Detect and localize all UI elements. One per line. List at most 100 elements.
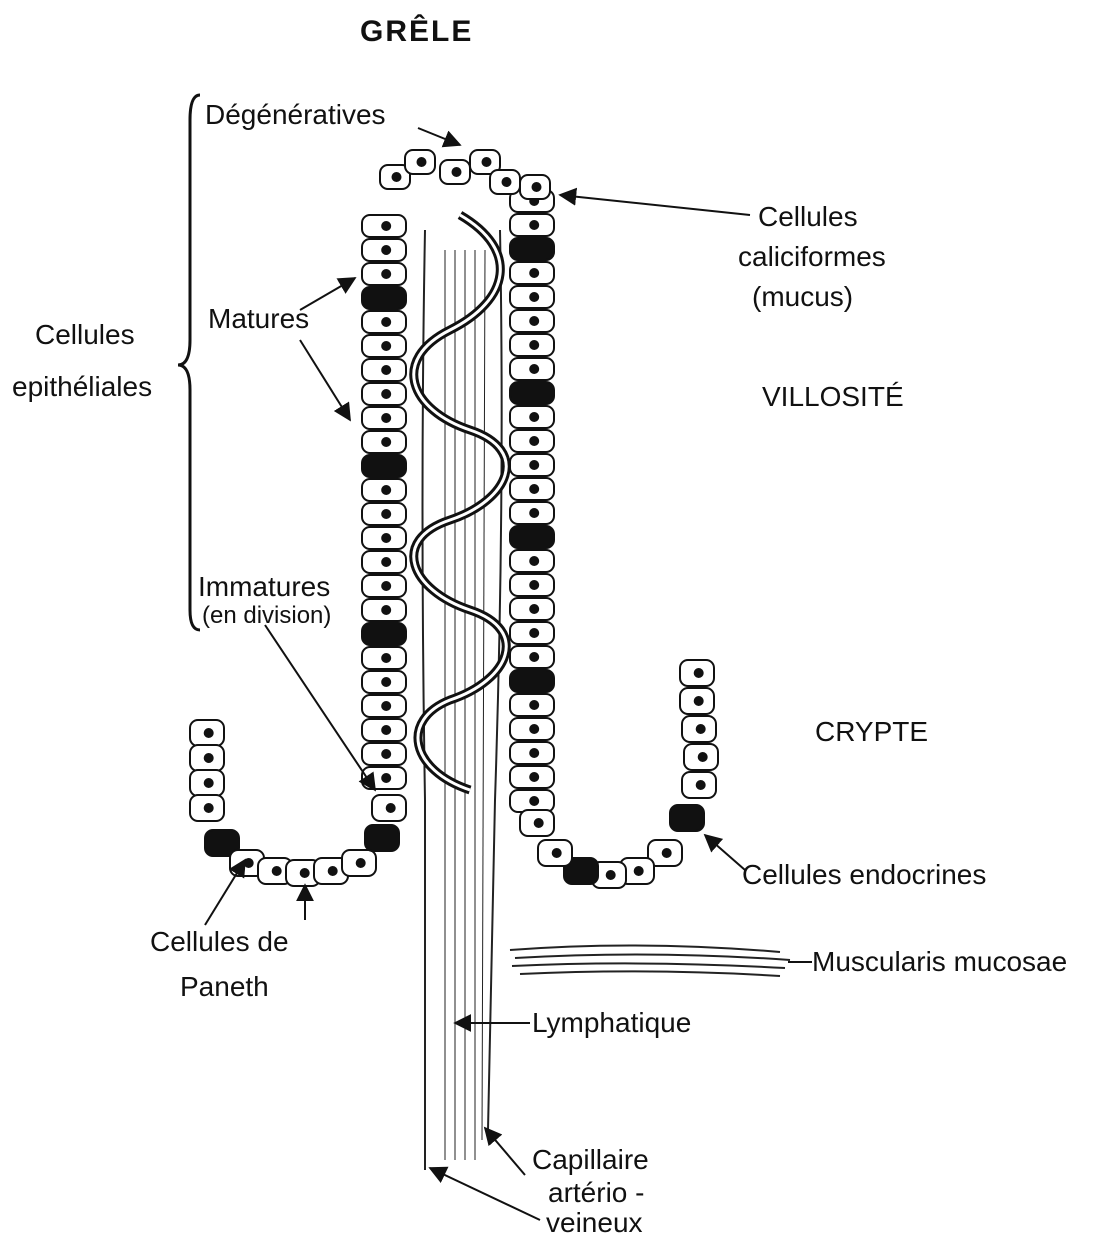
label-caliciformes-line3: (mucus): [752, 280, 853, 314]
goblet-cell: [510, 526, 554, 548]
cell-nucleus: [532, 182, 542, 192]
cell-nucleus: [694, 696, 704, 706]
cell-nucleus: [529, 724, 539, 734]
label-lymphatique: Lymphatique: [532, 1006, 691, 1040]
cell-nucleus: [417, 157, 427, 167]
cell-nucleus: [381, 245, 391, 255]
cell-nucleus: [698, 752, 708, 762]
arrow-matures-2: [300, 340, 350, 420]
cell-nucleus: [381, 773, 391, 783]
cell-nucleus: [381, 749, 391, 759]
cell-nucleus: [204, 753, 214, 763]
cell-nucleus: [529, 556, 539, 566]
cell-nucleus: [529, 772, 539, 782]
cell-nucleus: [381, 317, 391, 327]
cell-nucleus: [529, 340, 539, 350]
arrow-endocrines: [705, 835, 745, 870]
cell-nucleus: [634, 866, 644, 876]
cell-nucleus: [552, 848, 562, 858]
cell-nucleus: [328, 866, 338, 876]
cell-nucleus: [696, 780, 706, 790]
goblet-cell: [670, 805, 704, 831]
cell-nucleus: [204, 778, 214, 788]
goblet-cell: [362, 455, 406, 477]
label-capillaire-line1: Capillaire: [532, 1143, 649, 1177]
cell-nucleus: [529, 796, 539, 806]
capillary-helix: [414, 215, 506, 790]
cell-nucleus: [529, 484, 539, 494]
label-degeneratives: Dégénératives: [205, 98, 386, 132]
cell-nucleus: [381, 677, 391, 687]
cell-nucleus: [381, 605, 391, 615]
cell-nucleus: [529, 220, 539, 230]
cell-nucleus: [529, 580, 539, 590]
goblet-cell: [362, 287, 406, 309]
cell-nucleus: [204, 803, 214, 813]
label-caliciformes-line2: caliciformes: [738, 240, 886, 274]
cell-nucleus: [502, 177, 512, 187]
goblet-cell: [510, 238, 554, 260]
diagram-title: GRÊLE: [360, 14, 473, 50]
cell-nucleus: [529, 604, 539, 614]
cell-nucleus: [529, 700, 539, 710]
cell-nucleus: [381, 269, 391, 279]
region-crypte: CRYPTE: [815, 715, 928, 749]
cell-nucleus: [381, 413, 391, 423]
goblet-cell: [510, 382, 554, 404]
label-capillaire-line3: veineux: [546, 1206, 643, 1240]
cell-nucleus: [452, 167, 462, 177]
cell-nucleus: [529, 292, 539, 302]
label-matures: Matures: [208, 302, 309, 336]
label-epitheliales-line1: Cellules: [35, 318, 135, 352]
cell-nucleus: [386, 803, 396, 813]
cell-nucleus: [381, 701, 391, 711]
cell-nucleus: [381, 341, 391, 351]
arrow-capillaire-2: [430, 1168, 540, 1220]
cell-nucleus: [529, 460, 539, 470]
arrow-immatures: [265, 625, 375, 790]
label-muscularis: Muscularis mucosae: [812, 945, 1067, 979]
cell-nucleus: [529, 412, 539, 422]
label-capillaire-line2: artério -: [548, 1176, 644, 1210]
cell-nucleus: [529, 316, 539, 326]
cell-nucleus: [381, 389, 391, 399]
cell-nucleus: [381, 437, 391, 447]
cell-nucleus: [381, 509, 391, 519]
cell-nucleus: [381, 485, 391, 495]
goblet-cell: [365, 825, 399, 851]
cell-nucleus: [381, 533, 391, 543]
label-en-division: (en division): [202, 602, 331, 631]
cell-nucleus: [534, 818, 544, 828]
cell-nucleus: [529, 628, 539, 638]
label-paneth-line2: Paneth: [180, 970, 269, 1004]
cell-nucleus: [356, 858, 366, 868]
cell-nucleus: [381, 581, 391, 591]
muscularis-fibers: [510, 945, 790, 976]
region-villosite: VILLOSITÉ: [762, 380, 904, 414]
cell-nucleus: [529, 268, 539, 278]
cell-nucleus: [529, 436, 539, 446]
cell-nucleus: [381, 221, 391, 231]
cell-nucleus: [529, 748, 539, 758]
cell-nucleus: [204, 728, 214, 738]
cell-nucleus: [381, 557, 391, 567]
cell-nucleus: [381, 365, 391, 375]
cell-nucleus: [694, 668, 704, 678]
cell-nucleus: [529, 508, 539, 518]
cell-nucleus: [244, 858, 254, 868]
cell-nucleus: [300, 868, 310, 878]
cell-nucleus: [381, 653, 391, 663]
arrow-caliciformes: [560, 195, 750, 215]
goblet-cell: [510, 670, 554, 692]
epithelial-brace: [178, 95, 200, 630]
label-endocrines: Cellules endocrines: [742, 858, 986, 892]
arrow-degeneratives: [418, 128, 460, 145]
cell-nucleus: [272, 866, 282, 876]
cell-nucleus: [381, 725, 391, 735]
label-epitheliales-line2: epithéliales: [12, 370, 152, 404]
goblet-cell: [362, 623, 406, 645]
label-paneth-line1: Cellules de: [150, 925, 289, 959]
cell-nucleus: [529, 364, 539, 374]
